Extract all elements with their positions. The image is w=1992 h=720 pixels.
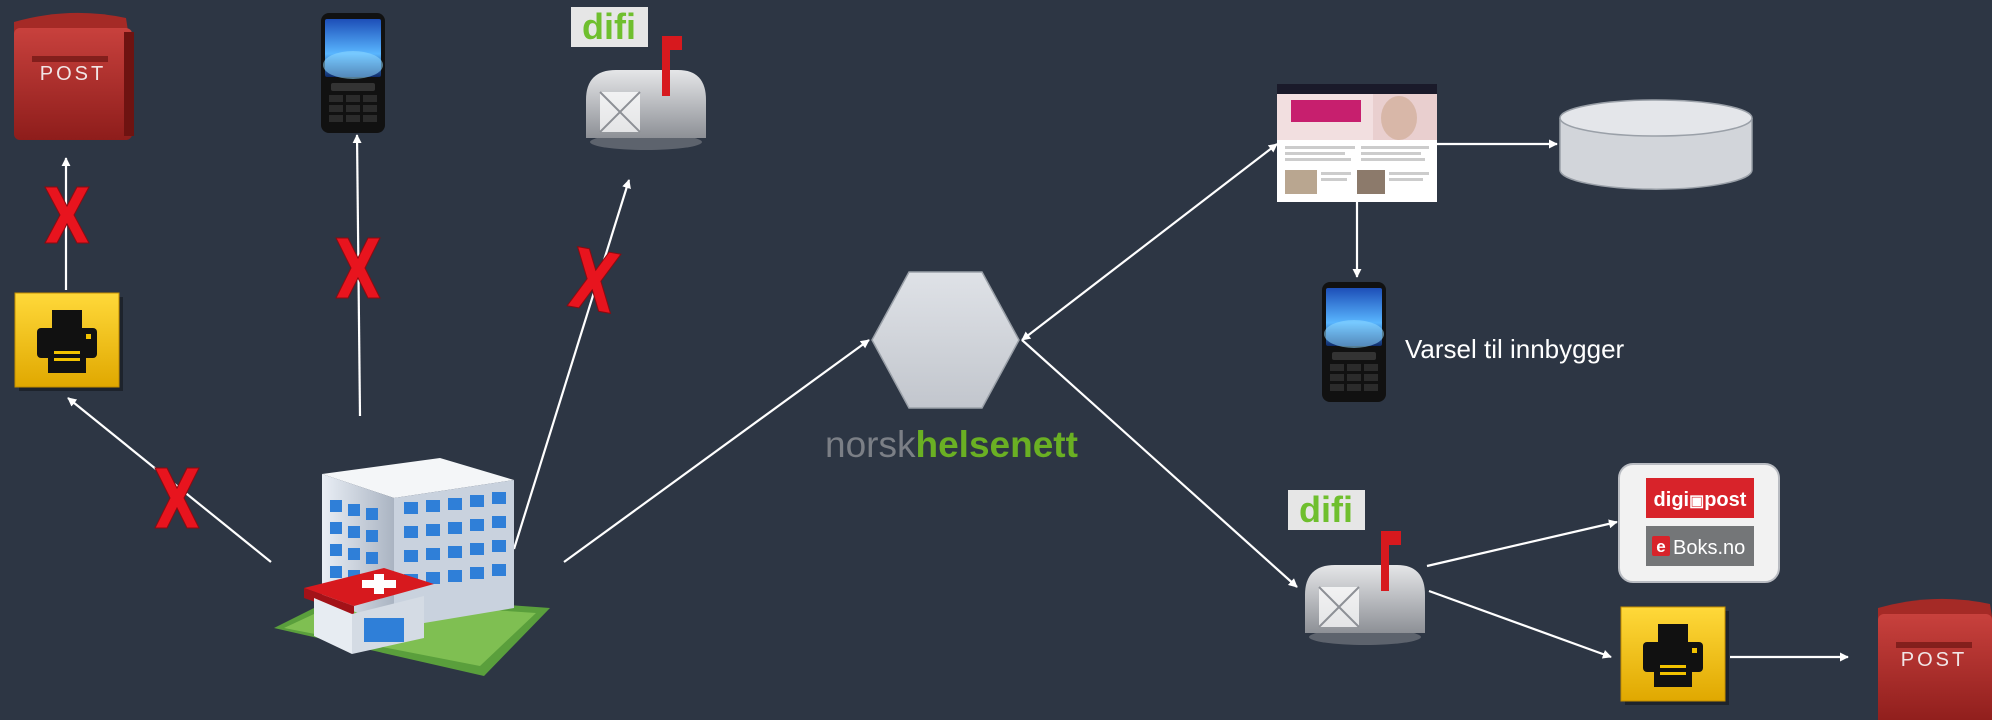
x-mark-icon: [44, 186, 90, 244]
arrows: [61, 134, 1849, 662]
eboks-logo-e: e: [1656, 537, 1665, 556]
x-mark-icon: [154, 467, 200, 529]
printer-icon: [14, 292, 123, 391]
eboks-logo: e Boks.no: [1646, 526, 1754, 566]
hospital-icon: [274, 458, 550, 676]
post-label: POST: [40, 63, 106, 85]
eboks-logo-text: Boks.no: [1673, 537, 1745, 559]
database-icon: [1559, 99, 1753, 190]
hexagon-icon: [871, 271, 1020, 409]
arrow-hexagon-to-website: [1021, 143, 1278, 341]
nhn-logo-suffix: helsenett: [915, 424, 1077, 465]
nhn-logo-prefix: norsk: [825, 424, 916, 465]
digipost-logo-suffix: post: [1704, 489, 1747, 511]
post-label: POST: [1901, 649, 1967, 671]
arrow-hospital-to-mailbox: [512, 179, 631, 550]
difi-logo: difi: [1288, 489, 1365, 530]
post-box-icon: POST: [1878, 598, 1992, 720]
mobile-phone-icon: [1322, 282, 1386, 402]
nhn-logo: norskhelsenett: [825, 424, 1078, 465]
x-mark-icon: [566, 246, 622, 314]
varsel-label: Varsel til innbygger: [1405, 334, 1625, 364]
mailbox-icon: [586, 36, 706, 150]
difi-logo-text: difi: [1299, 489, 1353, 530]
mobile-phone-icon: [321, 13, 385, 133]
difi-logo: difi: [571, 6, 648, 47]
arrow-mailbox-to-digipost: [1426, 519, 1618, 568]
arrow-mailbox-to-printer: [1428, 589, 1612, 659]
post-box-icon: POST: [14, 12, 134, 140]
arrow-hospital-to-hexagon: [563, 339, 870, 563]
svg-text:digi▣post: digi▣post: [1654, 489, 1747, 511]
arrow-hexagon-to-mailbox: [1021, 339, 1298, 588]
digital-mailbox-services: digi▣post e Boks.no: [1618, 463, 1780, 583]
mailbox-icon: [1305, 531, 1425, 645]
difi-logo-text: difi: [582, 6, 636, 47]
digipost-logo-prefix: digi: [1654, 489, 1690, 511]
digipost-logo: digi▣post: [1646, 478, 1754, 518]
printer-icon: [1620, 606, 1729, 705]
website-screenshot-icon: [1277, 84, 1437, 202]
x-mark-icon: [335, 237, 381, 299]
envelope-icon: ▣: [1689, 493, 1704, 510]
